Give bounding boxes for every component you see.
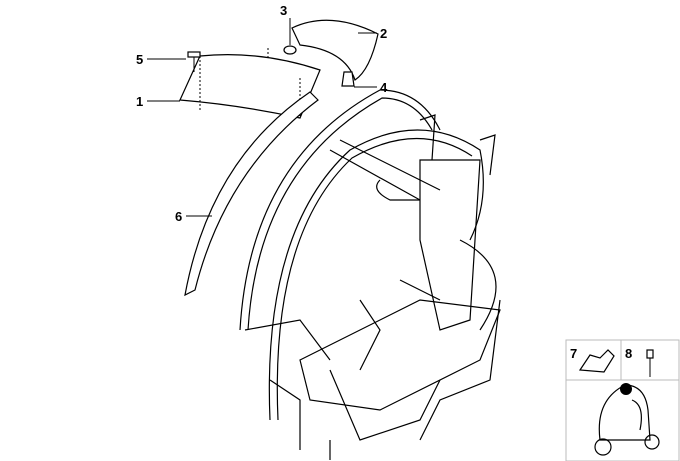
svg-text:1: 1 [136,94,143,109]
svg-text:4: 4 [380,80,388,95]
scooter-frame [239,89,501,460]
part-5-screw[interactable] [187,51,201,72]
callout-2: 2 [358,26,387,41]
callout-6: 6 [175,209,212,224]
part-6-trim-strip[interactable] [184,91,319,297]
scooter-thumbnail [594,383,660,456]
svg-text:3: 3 [280,3,287,18]
inset-box: 7 8 [565,339,680,461]
part-7-clamp[interactable] [578,349,615,373]
part-4-clip[interactable] [341,71,355,87]
svg-text:8: 8 [625,346,632,361]
part-2-rear-cap[interactable] [291,19,379,81]
part-8-rivet[interactable] [646,349,654,377]
svg-text:7: 7 [570,346,577,361]
svg-text:6: 6 [175,209,182,224]
part-3-grommet[interactable] [283,45,297,55]
callout-1: 1 [136,94,180,109]
callout-4: 4 [354,80,388,95]
callout-3: 3 [280,3,291,45]
part-1-cover-panel[interactable] [179,48,321,119]
callout-5: 5 [136,52,186,67]
svg-text:5: 5 [136,52,143,67]
svg-text:2: 2 [380,26,387,41]
